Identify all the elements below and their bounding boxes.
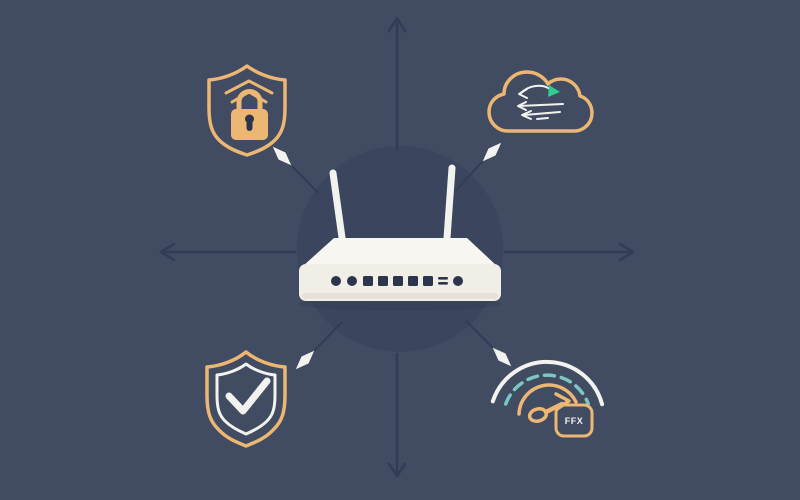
verified-shield-check-icon	[205, 350, 287, 448]
security-shield-lock-icon	[207, 64, 287, 157]
gauge-badge: FFX	[554, 403, 594, 438]
gauge-badge-label: FFX	[565, 416, 584, 426]
connector-bottom-left	[295, 321, 343, 370]
arrow-left-icon	[159, 242, 297, 262]
diamond-connector-icon	[295, 350, 315, 370]
padlock-icon	[231, 89, 268, 140]
transfer-arrows	[517, 84, 564, 120]
router-ports	[331, 276, 463, 286]
router-top	[303, 238, 497, 266]
cloud-transfer-icon	[487, 70, 594, 133]
gauge-needle	[527, 392, 571, 423]
arrow-up-icon	[387, 16, 407, 152]
speed-gauge-icon: FFX	[490, 359, 605, 438]
checkmark-icon	[225, 377, 271, 415]
arrow-down-icon	[387, 352, 407, 478]
connector-bottom-right	[465, 320, 512, 367]
diamond-connector-icon	[482, 142, 502, 162]
diamond-connector-icon	[492, 347, 512, 367]
arrow-right-icon	[503, 242, 635, 262]
shield-chevron	[224, 79, 274, 95]
router-icon	[298, 164, 502, 311]
connector-top-left	[272, 146, 319, 194]
router-front-shade	[302, 293, 498, 299]
connector-top-right	[455, 142, 502, 191]
green-arrowhead	[548, 85, 560, 97]
diamond-connector-icon	[272, 146, 292, 166]
